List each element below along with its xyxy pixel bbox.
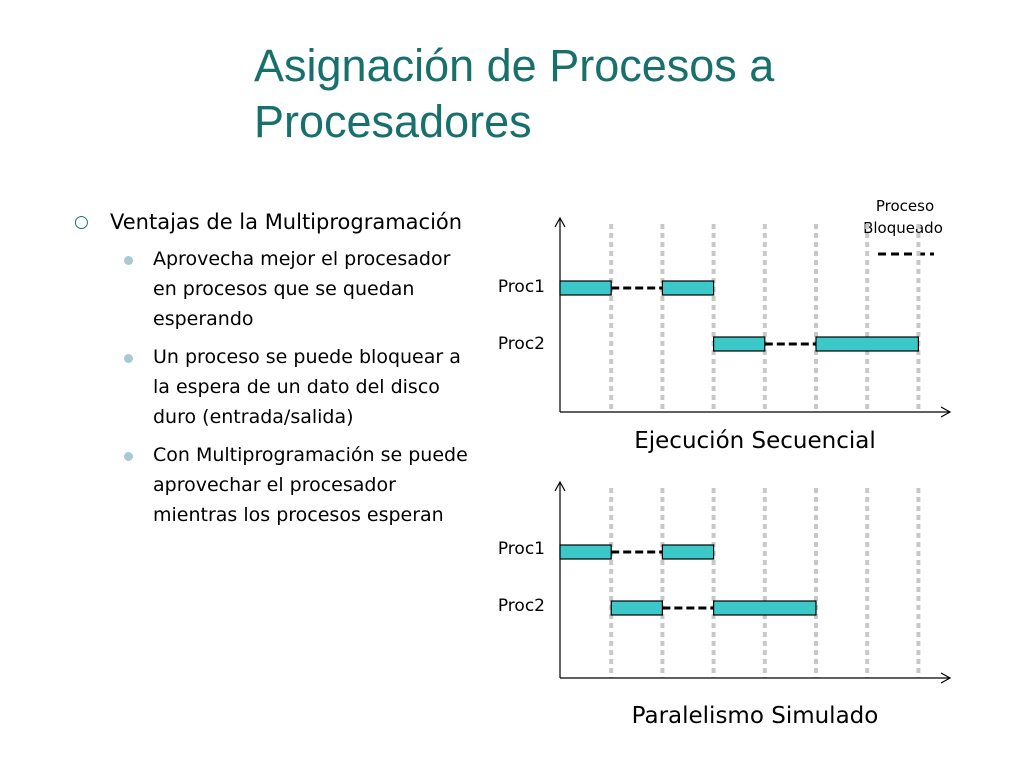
- diagram-caption: Paralelismo Simulado: [632, 703, 879, 729]
- y-axis-arrow-icon: [554, 480, 566, 492]
- dot-bullet-icon: [124, 452, 133, 461]
- row-label: Proc2: [498, 334, 545, 354]
- diagram-caption: Ejecución Secuencial: [634, 428, 876, 454]
- x-axis-arrow-icon: [940, 406, 952, 418]
- legend-line2: Bloqueado: [863, 219, 943, 237]
- x-axis-arrow-icon: [940, 672, 952, 684]
- run-bar: [661, 280, 715, 296]
- sub-bullet-text: Aprovecha mejor el procesador en proceso…: [153, 248, 451, 330]
- row-label: Proc1: [498, 277, 545, 297]
- circle-bullet-icon: ○: [74, 212, 89, 232]
- run-bar: [712, 600, 817, 616]
- run-bar: [559, 544, 612, 560]
- sub-bullet-text: Un proceso se puede bloquear a la espera…: [153, 346, 461, 428]
- sub-bullet-list: Aprovecha mejor el procesador en proceso…: [68, 244, 468, 530]
- bullet-main: ○ Ventajas de la Multiprogramación: [68, 206, 468, 238]
- bullet-list: ○ Ventajas de la Multiprogramación Aprov…: [68, 206, 468, 538]
- run-bar: [661, 544, 715, 560]
- slide-title: Asignación de Procesos a Procesadores: [254, 40, 775, 147]
- dot-bullet-icon: [124, 354, 133, 363]
- sub-bullet-text: Con Multiprogramación se puede aprovecha…: [153, 444, 468, 526]
- bullet-main-text: Ventajas de la Multiprogramación: [110, 210, 463, 234]
- run-bar: [610, 600, 664, 616]
- sub-bullet-item: Con Multiprogramación se puede aprovecha…: [68, 440, 468, 530]
- run-bar: [712, 336, 766, 352]
- legend-line1: Proceso: [876, 197, 934, 215]
- run-bar: [559, 280, 612, 296]
- dot-bullet-icon: [124, 256, 133, 265]
- sub-bullet-item: Aprovecha mejor el procesador en proceso…: [68, 244, 468, 334]
- sub-bullet-item: Un proceso se puede bloquear a la espera…: [68, 342, 468, 432]
- row-label: Proc2: [498, 596, 545, 616]
- run-bar: [815, 336, 920, 352]
- y-axis-arrow-icon: [554, 216, 566, 228]
- row-label: Proc1: [498, 539, 545, 559]
